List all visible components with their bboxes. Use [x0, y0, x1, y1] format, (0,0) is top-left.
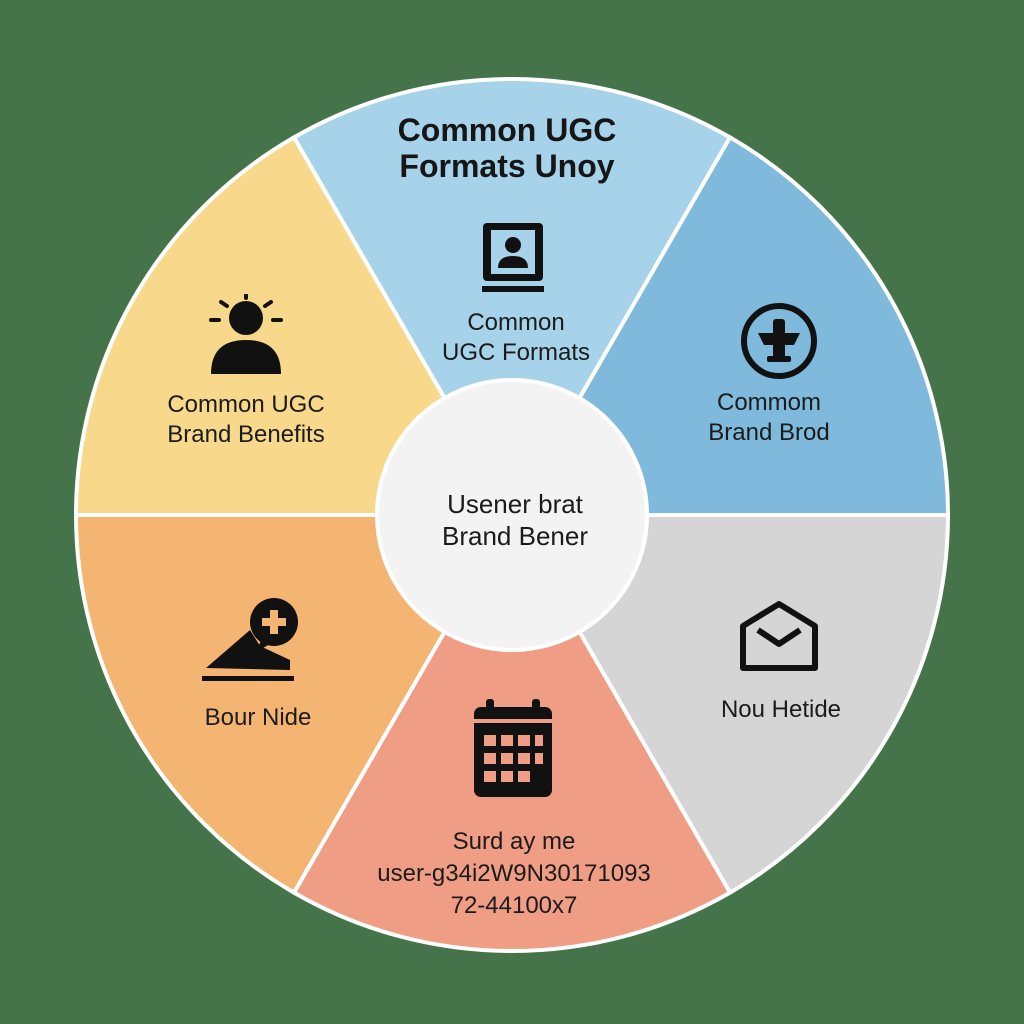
ramp-add-icon	[202, 598, 298, 681]
segment-upper-left-line-2: Brand Benefits	[167, 421, 325, 448]
segment-bottom-line-2: user-g34i2W9N30171093	[377, 860, 651, 887]
wheel-segment-upper-left	[73, 134, 516, 517]
segment-lower-right-line-1: Nou Hetide	[720, 696, 842, 723]
center-hub	[375, 378, 649, 652]
hub-line-1: Usener brat	[447, 489, 583, 519]
diagram-title: Common UGC Formats Unoy	[398, 112, 617, 184]
wheel-segment-upper-right	[508, 134, 951, 517]
calendar-icon	[474, 699, 552, 797]
segment-upper-left-line-1: Common UGC	[167, 391, 325, 418]
title-line-1: Common UGC	[397, 112, 617, 148]
segment-label-bottom: Surd ay me user-g34i2W9N30171093 72-4410…	[377, 826, 651, 922]
segment-label-upper-right: Commom Brand Brod	[708, 388, 829, 448]
wheel-segment-top	[291, 77, 733, 519]
segment-upper-right-line-1: Commom	[716, 389, 821, 416]
segment-top-line-1: Common	[467, 309, 565, 336]
segment-bottom-line-3: 72-44100x7	[450, 892, 578, 919]
segment-lower-left-line-1: Bour Nide	[204, 704, 312, 731]
segment-label-upper-left: Common UGC Brand Benefits	[167, 390, 324, 450]
segment-label-top: Common UGC Formats	[442, 308, 590, 368]
segment-upper-right-line-2: Brand Brod	[708, 419, 830, 446]
plane-badge-icon	[741, 303, 817, 379]
segment-top-line-2: UGC Formats	[441, 339, 591, 366]
user-portrait-icon	[482, 223, 544, 292]
title-line-2: Formats Unoy	[399, 148, 615, 184]
hub-line-2: Brand Bener	[442, 521, 588, 551]
hub-label: Usener brat Brand Bener	[442, 488, 588, 552]
person-alert-icon	[209, 294, 283, 374]
wheel-segment-lower-right	[508, 513, 951, 896]
segment-label-lower-right: Nou Hetide	[721, 695, 841, 725]
envelope-icon	[740, 601, 818, 671]
wheel-segment-lower-left	[73, 513, 516, 896]
segment-label-lower-left: Bour Nide	[205, 703, 312, 733]
segment-bottom-line-1: Surd ay me	[452, 828, 576, 855]
